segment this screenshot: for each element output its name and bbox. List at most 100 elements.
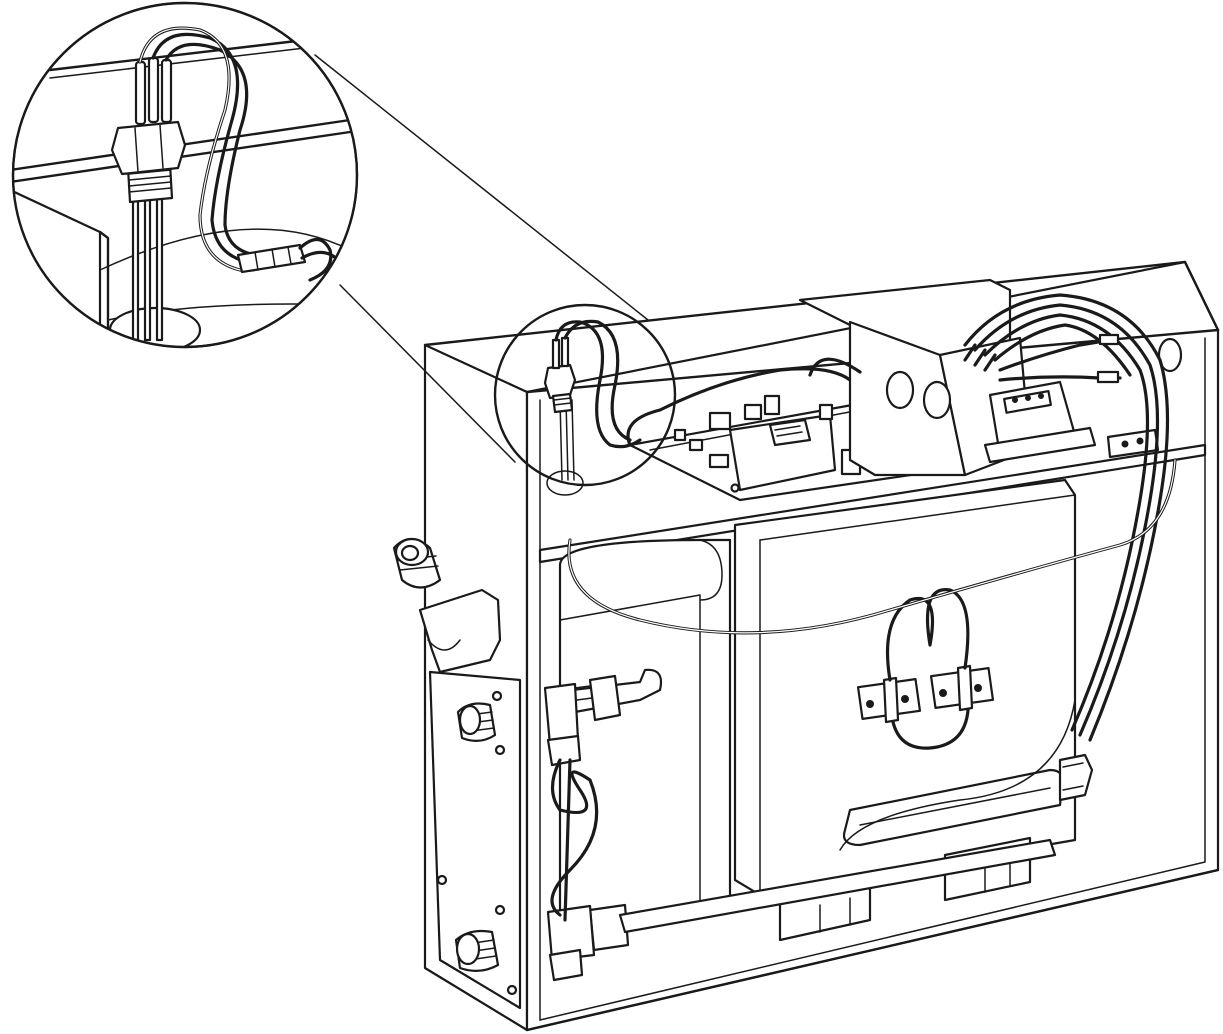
drain-fitting	[454, 929, 500, 972]
detail-hex-facets	[134, 124, 164, 173]
cabinet-bottom-edge	[525, 868, 1220, 1032]
drain-valve-nut	[588, 903, 630, 952]
callout-line-upper	[314, 54, 649, 321]
fitting-mount-plate	[428, 670, 522, 1010]
detail-hex-nut	[110, 120, 187, 176]
mount-bolt	[494, 744, 506, 756]
main-wire-harness	[993, 323, 1132, 377]
drain-opening	[455, 932, 481, 966]
board-component	[688, 438, 704, 452]
detail-side-panel-edge	[98, 230, 110, 337]
valve-wiring	[550, 758, 599, 917]
inlet-valve-nut	[588, 674, 622, 722]
board-component	[708, 453, 730, 469]
water-inlet-opening	[458, 704, 482, 736]
probe-terminal	[560, 336, 570, 368]
support-leg-right-detail	[984, 859, 1011, 893]
mount-bolt	[436, 874, 448, 886]
cabinet-inner-frame-bottom	[539, 337, 1206, 1021]
tank-rear-inner-line	[559, 594, 701, 906]
support-leg-left-detail	[819, 897, 851, 933]
board-relay	[763, 394, 781, 416]
valve-wire-vertical	[563, 758, 572, 922]
electrical-enclosure	[798, 278, 1183, 742]
transformer-label-lines	[774, 425, 803, 437]
tank-cutaway-curve	[839, 699, 1076, 851]
terminal-screw	[1121, 440, 1129, 448]
sensor-screw	[939, 689, 947, 697]
wire-terminal-lug	[1098, 333, 1120, 346]
main-wire-harness	[963, 293, 1170, 742]
tank-rear-drum-cap	[699, 539, 723, 601]
drain-pipe	[618, 838, 1057, 934]
level-probe	[543, 319, 642, 496]
detail-probe-terminal	[160, 58, 173, 124]
detail-probe-rod	[143, 188, 152, 342]
steam-tank	[558, 478, 1094, 942]
detail-callout-ring	[493, 303, 677, 487]
detail-wire-highlight	[139, 27, 241, 271]
detail-magnifier-border	[11, 1, 359, 349]
probe-terminal	[551, 338, 561, 370]
probe-wire	[563, 319, 632, 442]
detail-cabinet-rim-inner	[49, 47, 306, 79]
mounting-shelf	[538, 443, 1207, 564]
probe-cable-highlight	[568, 459, 1176, 634]
board-relay	[708, 411, 732, 431]
board-component	[818, 403, 834, 421]
detail-connector-pins	[254, 246, 292, 271]
wire-terminal-lug	[1096, 370, 1120, 384]
contactor-screw	[1038, 393, 1044, 399]
cabinet-top-edge	[423, 260, 1220, 347]
detail-probe-rod	[131, 188, 140, 342]
detail-probe-terminal	[134, 60, 147, 126]
board-probe-wire	[626, 367, 852, 447]
detail-probe-rod	[155, 188, 164, 342]
inlet-valve-threads	[574, 685, 593, 701]
internal-valves	[543, 668, 1057, 982]
detail-probe-terminal	[147, 56, 160, 124]
sensor-clip-right	[956, 664, 974, 712]
mount-bolt	[494, 904, 506, 916]
probe-rods	[559, 399, 575, 481]
water-inlet-fitting	[456, 702, 497, 742]
plumbing-fittings	[392, 537, 522, 1010]
sensor-screw	[974, 684, 982, 692]
board-component	[673, 428, 687, 442]
terminal-screw	[1136, 437, 1144, 445]
sensor-screw	[901, 695, 909, 703]
callout-line-lower	[339, 284, 516, 463]
tank-front-top-edge	[759, 494, 1076, 541]
contactor-screw	[1012, 397, 1018, 403]
wire-lead	[998, 338, 1112, 372]
sensor-wire-loop	[885, 588, 970, 682]
probe-port	[546, 470, 584, 496]
enclosure-cable-hole	[922, 380, 952, 420]
probe-thread-lines	[553, 397, 572, 406]
steam-outlet-curve	[427, 639, 461, 651]
enclosure-wire-loop	[808, 357, 862, 377]
mount-bolt	[506, 984, 518, 996]
shelf-rail	[538, 443, 1207, 564]
board-screw	[730, 483, 740, 493]
tank-sensors	[856, 588, 995, 750]
detail-probe-wire	[164, 42, 257, 257]
drain-solenoid-coil	[548, 948, 584, 982]
detail-probe-wire	[151, 32, 250, 264]
steam-outlet-bore	[400, 544, 420, 562]
transformer-label	[768, 418, 812, 447]
enclosure-cable-hole	[885, 370, 915, 410]
main-wire-harness	[983, 313, 1150, 732]
contactor-base	[983, 426, 1097, 464]
mount-bolt	[491, 690, 503, 702]
wire-ferrules	[963, 343, 997, 372]
contactor-screw	[1025, 395, 1031, 401]
heating-element-inner-line	[859, 787, 1051, 826]
sensor-screw	[866, 700, 874, 708]
main-wire-harness	[973, 303, 1160, 737]
heating-element-flange-detail	[1062, 762, 1084, 791]
tank-rear-drum	[558, 538, 732, 937]
board-relay	[743, 403, 763, 421]
